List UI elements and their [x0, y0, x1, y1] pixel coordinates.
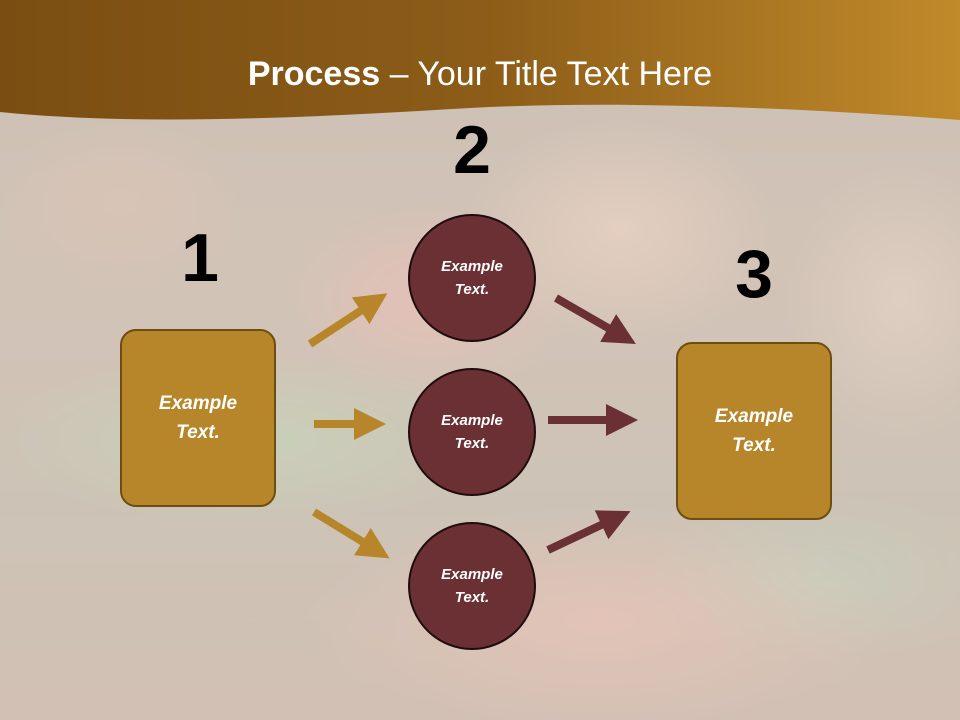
circle-bottom-line1: Example [441, 566, 503, 583]
arrow-left-top [307, 293, 388, 348]
step-number-1: 1 [181, 220, 219, 296]
circle-top: Example Text. [408, 214, 536, 342]
arrow-left-bottom [311, 508, 390, 559]
left-box-line2: Text. [176, 422, 220, 443]
circle-middle-line2: Text. [454, 435, 490, 452]
step-number-2: 2 [453, 112, 491, 188]
arrow-right-top [554, 294, 636, 344]
header-band [0, 0, 960, 120]
circle-middle: Example Text. [408, 368, 536, 496]
title-rest: – Your Title Text Here [380, 55, 713, 93]
step-number-3: 3 [735, 236, 773, 312]
left-box-line1: Example [158, 393, 238, 414]
left-box: Example Text. [120, 329, 276, 507]
page-title: Process – Your Title Text Here [0, 52, 960, 96]
circle-top-line1: Example [441, 258, 503, 275]
circle-middle-line1: Example [441, 412, 503, 429]
right-box-line2: Text. [732, 435, 776, 456]
arrow-right-bottom [546, 510, 631, 554]
circle-bottom-line2: Text. [454, 589, 490, 606]
title-bold: Process [247, 55, 381, 93]
circle-top-line2: Text. [454, 281, 490, 298]
circle-bottom: Example Text. [408, 522, 536, 650]
right-box-line1: Example [714, 406, 794, 427]
right-box: Example Text. [676, 342, 832, 520]
